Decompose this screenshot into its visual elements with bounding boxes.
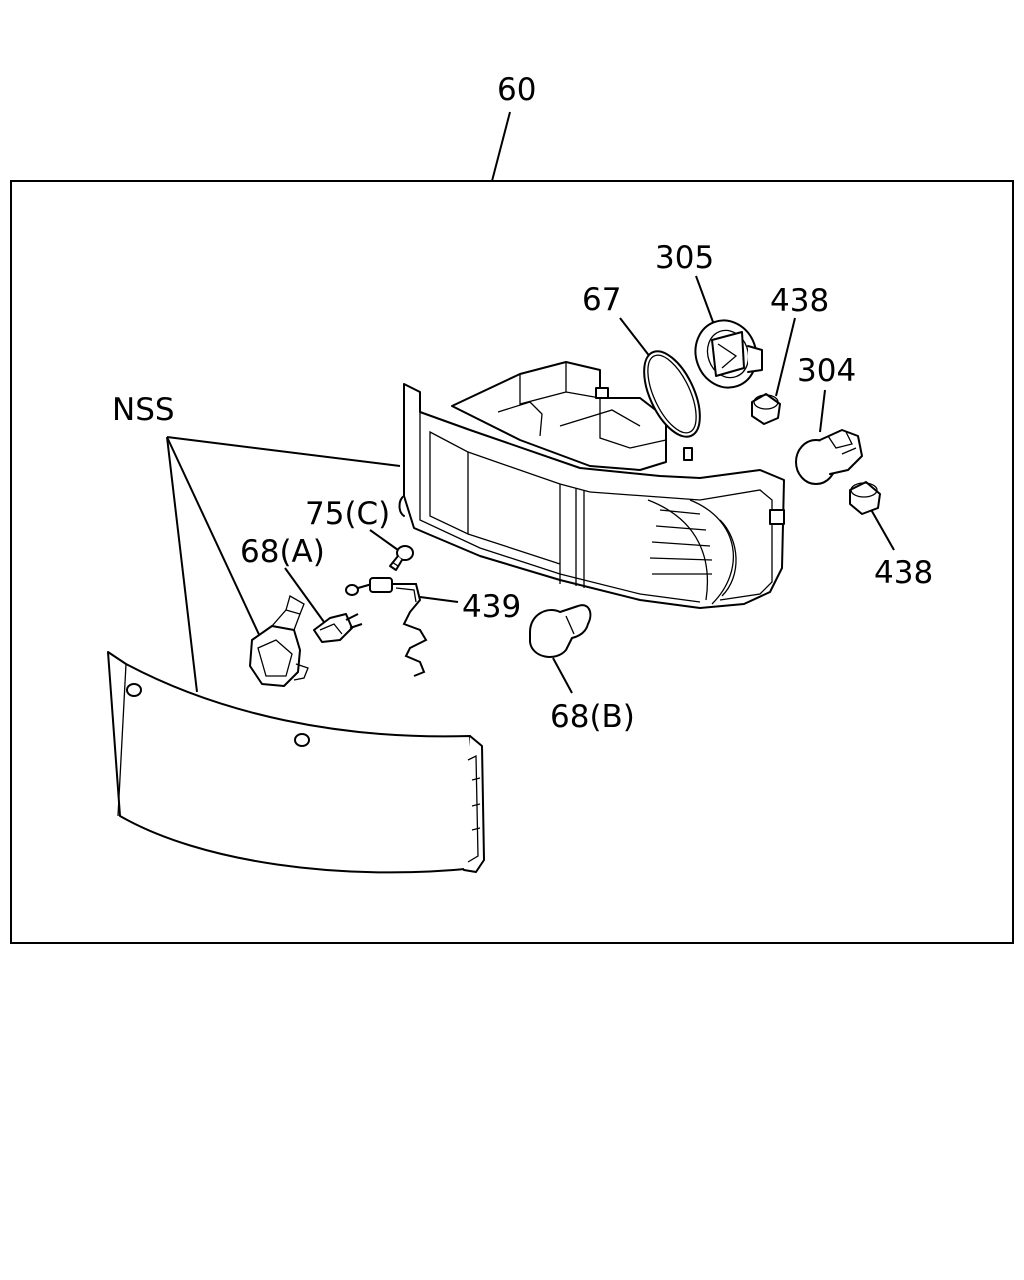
callout-305[interactable]: 305	[655, 240, 714, 276]
gasket-67[interactable]	[633, 343, 712, 445]
diagram-frame	[10, 180, 1014, 944]
bulb-68b[interactable]	[529, 604, 592, 658]
callout-438-lower[interactable]: 438	[874, 555, 933, 591]
gasket-67-inner	[647, 354, 697, 434]
leader-lines	[166, 111, 895, 694]
bulb-68a[interactable]	[313, 613, 363, 643]
callout-438-upper[interactable]: 438	[770, 283, 829, 319]
callout-nss[interactable]: NSS	[112, 392, 175, 428]
cap-438-lower[interactable]	[849, 481, 881, 515]
screw-75c[interactable]	[389, 545, 414, 571]
harness-439[interactable]	[345, 577, 428, 677]
callout-68b[interactable]: 68(B)	[550, 699, 635, 735]
socket-304[interactable]	[795, 429, 863, 485]
lamp-housing[interactable]	[398, 361, 785, 609]
callout-304[interactable]: 304	[797, 353, 856, 389]
cap-438-upper[interactable]	[751, 393, 781, 425]
nss-lamp-unit[interactable]	[249, 595, 309, 687]
callout-439[interactable]: 439	[462, 589, 521, 625]
bulb-holder-305[interactable]	[686, 312, 766, 396]
lens-cover[interactable]	[107, 651, 485, 874]
callout-68a[interactable]: 68(A)	[240, 534, 325, 570]
callout-60[interactable]: 60	[497, 72, 536, 108]
callout-75c[interactable]: 75(C)	[305, 496, 390, 532]
callout-67[interactable]: 67	[582, 282, 621, 318]
